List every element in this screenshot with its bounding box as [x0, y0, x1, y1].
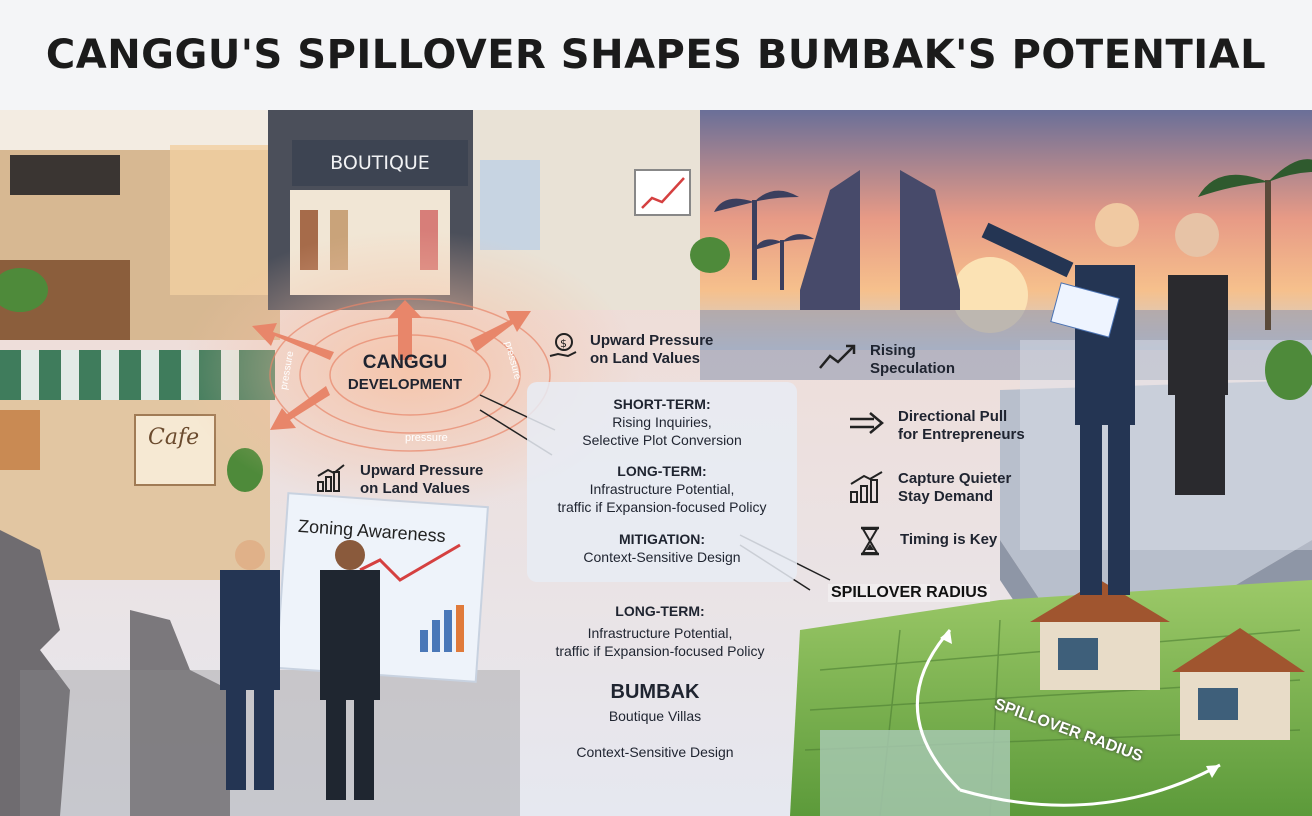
- bumbak-title: BUMBAK: [610, 681, 700, 703]
- panel-mitigation: MITIGATION: Context-Sensitive Design: [527, 530, 797, 566]
- illustration-scene: BOUTIQUE Cafe Zoning Awareness CANGGU DE…: [0, 110, 1312, 816]
- boutique-sign: BOUTIQUE: [292, 140, 468, 186]
- double-arrow-right-icon: [850, 412, 884, 434]
- hourglass-icon: [861, 526, 879, 556]
- pressure-label-bottom: pressure: [405, 432, 448, 444]
- trend-up-icon: [819, 344, 856, 369]
- lower-long-term-line1: Infrastructure Potential,: [587, 625, 733, 641]
- right-item-1-line1: Rising: [870, 342, 916, 359]
- long-term-line2: traffic if Expansion-focused Policy: [557, 499, 767, 515]
- right-item-3-line2: Stay Demand: [898, 488, 994, 505]
- directional-pull-item: Directional Pull for Entrepreneurs: [848, 408, 1025, 444]
- arrow-upper-left: [252, 323, 334, 360]
- svg-text:$: $: [560, 337, 567, 350]
- lower-long-term: LONG-TERM: Infrastructure Potential, tra…: [520, 602, 800, 660]
- lower-long-term-line2: traffic if Expansion-focused Policy: [555, 643, 765, 659]
- long-term-title: LONG-TERM:: [617, 463, 707, 479]
- timing-item: Timing is Key: [858, 526, 997, 556]
- short-term-line1: Rising Inquiries,: [612, 414, 712, 430]
- right-item-4-line1: Timing is Key: [900, 531, 998, 548]
- quieter-stay-item: Capture Quieter Stay Demand: [848, 470, 1011, 506]
- canggu-label: CANGGU: [362, 352, 448, 373]
- cafe-sign: Cafe: [148, 425, 200, 450]
- right-item-3-line1: Capture Quieter: [898, 470, 1012, 487]
- land-values-callout-top: $ Upward Pressure on Land Values: [548, 332, 713, 368]
- mitigation-line1: Context-Sensitive Design: [583, 549, 741, 565]
- long-term-line1: Infrastructure Potential,: [589, 481, 735, 497]
- left-callout-line1: Upward Pressure: [360, 462, 484, 479]
- left-callout-line2: on Land Values: [360, 480, 471, 497]
- arrow-lower-left: [270, 386, 330, 430]
- bumbak-subtitle: Boutique Villas: [608, 708, 702, 724]
- panel-long-term: LONG-TERM: Infrastructure Potential, tra…: [527, 462, 797, 516]
- scene-background: [0, 110, 1312, 816]
- bar-chart-up-icon: [317, 464, 345, 492]
- money-hand-icon: $: [549, 333, 577, 358]
- lower-long-term-title: LONG-TERM:: [615, 603, 705, 619]
- right-item-2-line2: for Entrepreneurs: [898, 426, 1025, 443]
- arrow-up: [388, 300, 422, 360]
- land-values-callout-left: Upward Pressure on Land Values: [316, 462, 483, 498]
- arrow-upper-right: [470, 311, 531, 352]
- right-item-2-line1: Directional Pull: [898, 408, 1008, 425]
- bar-growth-icon: [850, 471, 883, 503]
- short-term-line2: Selective Plot Conversion: [582, 432, 742, 448]
- timeline-panel: [527, 382, 797, 582]
- rising-speculation-item: Rising Speculation: [818, 342, 955, 378]
- development-label: DEVELOPMENT: [347, 376, 463, 393]
- title-bar: CANGGU'S SPILLOVER SHAPES BUMBAK'S POTEN…: [0, 0, 1312, 110]
- spillover-radius-label: SPILLOVER RADIUS: [828, 584, 991, 602]
- short-term-title: SHORT-TERM:: [613, 396, 711, 412]
- bumbak-design: Context-Sensitive Design: [576, 744, 734, 760]
- page-title: CANGGU'S SPILLOVER SHAPES BUMBAK'S POTEN…: [45, 32, 1267, 78]
- top-callout-line2: on Land Values: [590, 350, 701, 367]
- mitigation-title: MITIGATION:: [618, 531, 706, 547]
- top-callout-line1: Upward Pressure: [590, 332, 714, 349]
- right-item-1-line2: Speculation: [870, 360, 956, 377]
- panel-short-term: SHORT-TERM: Rising Inquiries, Selective …: [527, 395, 797, 449]
